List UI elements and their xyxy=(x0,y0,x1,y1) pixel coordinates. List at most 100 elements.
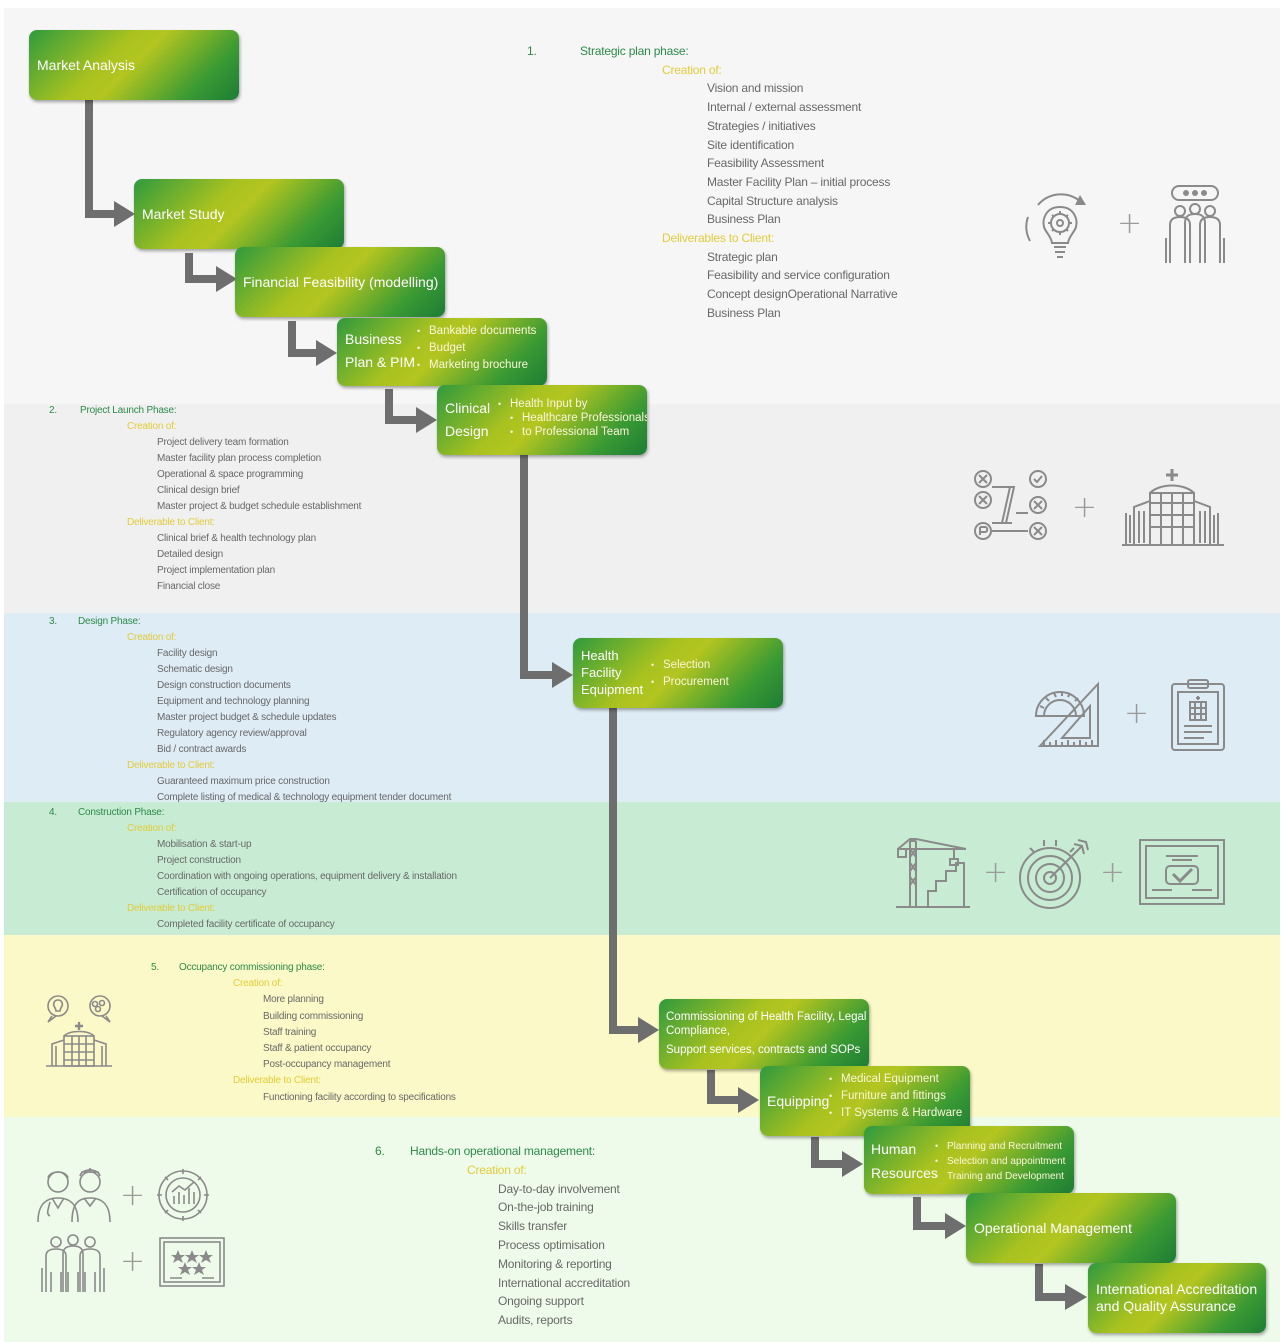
bullet-item: Medical Equipment xyxy=(829,1071,962,1088)
creation-item: Feasibility Assessment xyxy=(707,156,824,171)
construction-crane-icon xyxy=(896,838,970,908)
step-label-line1: Health xyxy=(581,648,619,663)
phase-number: 1. xyxy=(527,44,537,58)
arrow-7-head xyxy=(738,1087,759,1113)
deliverables-label: Deliverable to Client: xyxy=(127,760,215,771)
bullet-item: Marketing brochure xyxy=(417,357,536,374)
step-label-line3: Equipment xyxy=(581,682,644,697)
deliverable-item: Feasibility and service configuration xyxy=(707,268,890,283)
step-clinical-design: Clinical Design Health Input by Healthca… xyxy=(437,385,647,455)
creation-item: Project delivery team formation xyxy=(157,437,289,448)
creation-item: Master project & budget schedule establi… xyxy=(157,501,362,512)
step-label: Operational Management xyxy=(974,1220,1132,1236)
step-label-line2: Resources xyxy=(871,1165,938,1181)
arrow-2-head xyxy=(216,266,237,292)
arrow-7 xyxy=(707,1070,741,1104)
step-label: Market Study xyxy=(142,206,225,222)
plus-sign: + xyxy=(1117,206,1143,241)
bullet-item: Budget xyxy=(417,340,536,357)
arrow-6-head xyxy=(638,1017,659,1043)
creation-item: Skills transfer xyxy=(498,1219,568,1234)
hospital-building-icon xyxy=(1122,469,1224,546)
bullet-item: Health Input by xyxy=(498,397,647,411)
step-label-line3: Support services, contracts and SOPs xyxy=(666,1044,861,1056)
bullet-item: Healthcare Professionals xyxy=(498,411,647,425)
step-label-line1: Commissioning of Health Facility, Legal xyxy=(666,1011,867,1023)
phase-number: 5. xyxy=(151,962,159,973)
creation-item: On-the-job training xyxy=(498,1200,594,1215)
phase-number: 3. xyxy=(49,616,57,627)
step-market-analysis: Market Analysis xyxy=(29,30,239,100)
creation-item: Operational & space programming xyxy=(157,469,304,480)
deliverable-item: Financial close xyxy=(157,581,221,592)
creation-item: Day-to-day involvement xyxy=(498,1181,620,1196)
plus-sign: + xyxy=(1124,696,1150,731)
phase-title: Hands-on operational management: xyxy=(410,1144,596,1158)
idea-hospital-icon xyxy=(46,995,112,1067)
arrow-9-head xyxy=(945,1213,966,1239)
phase-number: 6. xyxy=(375,1144,385,1158)
creation-item: Site identification xyxy=(707,137,794,152)
arrow-8 xyxy=(811,1137,845,1168)
creation-item: Design construction documents xyxy=(157,680,291,691)
creation-item: Ongoing support xyxy=(498,1294,584,1309)
deliverable-item: Completed facility certificate of occupa… xyxy=(157,919,335,930)
creation-label: Creation of: xyxy=(467,1162,527,1177)
step-label-line2: Design xyxy=(445,423,489,439)
deliverable-item: Functioning facility according to specif… xyxy=(263,1091,456,1103)
phase-title: Occupancy commissioning phase: xyxy=(179,962,325,973)
arrow-5-head xyxy=(552,662,573,688)
checklist-flow-icon xyxy=(974,470,1047,540)
certificate-icon xyxy=(1139,839,1225,905)
creation-label: Creation of: xyxy=(127,823,177,834)
arrow-6 xyxy=(609,707,641,1034)
deliverable-item: Detailed design xyxy=(157,549,223,560)
creation-item: Process optimisation xyxy=(498,1238,605,1252)
plus-sign: + xyxy=(1100,855,1126,890)
creation-item: Certification of occupancy xyxy=(157,887,267,898)
step-equipping: Equipping Medical Equipment Furniture an… xyxy=(760,1066,970,1136)
deliverable-item: Complete listing of medical & technology… xyxy=(157,792,452,803)
doctor-nurse-icon xyxy=(37,1168,111,1223)
step-label-line1: Human xyxy=(871,1141,917,1157)
deliverable-item: Strategic plan xyxy=(707,249,778,264)
creation-item: Monitoring & reporting xyxy=(498,1256,612,1271)
deliverables-label: Deliverable to Client: xyxy=(233,1075,321,1087)
star-rating-icon xyxy=(159,1237,225,1287)
creation-item: Building commissioning xyxy=(263,1010,364,1022)
plus-sign: + xyxy=(1072,490,1098,525)
creation-item: Bid / contract awards xyxy=(157,744,247,755)
arrow-3-head xyxy=(316,340,337,366)
creation-item: Clinical design brief xyxy=(157,485,240,496)
creation-item: Facility design xyxy=(157,648,218,659)
bullet-item: Training and Development xyxy=(935,1169,1065,1184)
step-commissioning: Commissioning of Health Facility, Legal … xyxy=(659,999,869,1069)
step-bullets: Health Input by Healthcare Professionals… xyxy=(498,397,647,439)
bullet-item: Furniture and fittings xyxy=(829,1088,962,1105)
deliverables-label: Deliverable to Client: xyxy=(127,903,215,914)
phase-title: Construction Phase: xyxy=(78,807,165,818)
gear-bulb-icon xyxy=(1025,193,1086,258)
step-label: Financial Feasibility (modelling) xyxy=(243,274,439,290)
step-business-plan: Business Plan & PIM Bankable documents B… xyxy=(337,318,547,386)
step-label-line1: International Accreditation xyxy=(1096,1281,1258,1297)
creation-item: Internal / external assessment xyxy=(707,100,862,115)
step-bullets: Medical Equipment Furniture and fittings… xyxy=(829,1071,962,1122)
deliverables-label: Deliverable to Client: xyxy=(127,517,215,528)
arrow-1-head xyxy=(114,201,135,227)
target-icon xyxy=(1019,839,1089,909)
step-bullets: Planning and Recruitment Selection and a… xyxy=(935,1139,1065,1184)
creation-item: Project construction xyxy=(157,855,241,866)
creation-item: Staff training xyxy=(263,1026,317,1038)
phase-number: 4. xyxy=(49,807,57,818)
step-label-line2: and Quality Assurance xyxy=(1096,1298,1237,1314)
creation-item: Audits, reports xyxy=(498,1313,573,1328)
creation-label: Creation of: xyxy=(127,421,177,432)
blueprint-clipboard-icon xyxy=(1171,679,1225,751)
step-label-line1: Business xyxy=(345,331,402,347)
creation-item: Master Facility Plan – initial process xyxy=(707,174,891,189)
staff-group-icon xyxy=(41,1234,105,1292)
deliverable-item: Project implementation plan xyxy=(157,565,275,576)
bullet-item: Selection and appointment xyxy=(935,1154,1065,1169)
phase-title: Design Phase: xyxy=(78,616,141,627)
